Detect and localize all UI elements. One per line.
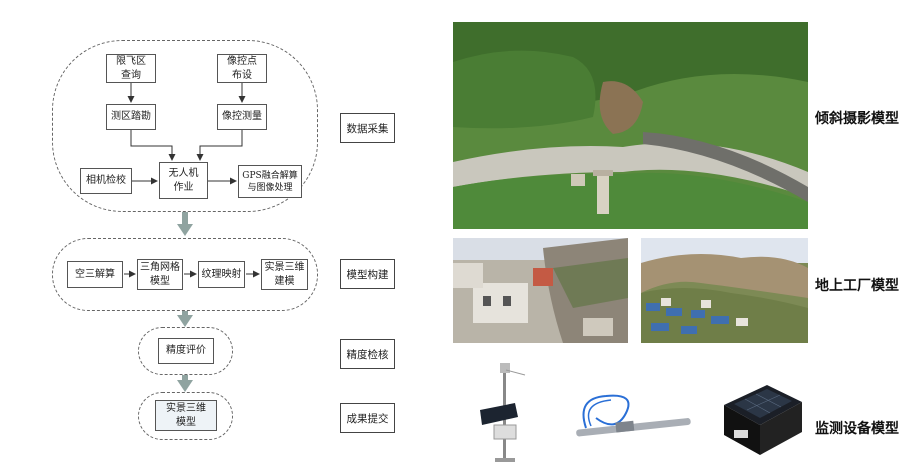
- ground-factory-image-1: [453, 238, 628, 343]
- caption-ground-factory: 地上工厂模型: [815, 278, 899, 294]
- displacement-sensor-image: [566, 388, 696, 448]
- camera-check-box: 相机检校: [80, 168, 132, 194]
- restricted-zone-query-box: 限飞区 查询: [106, 54, 156, 83]
- texture-mapping-box: 纹理映射: [198, 261, 245, 288]
- ground-factory-image-2: [641, 238, 808, 343]
- solar-monitor-device-image: [712, 380, 807, 460]
- control-point-layout-box: 像控点 布设: [217, 54, 267, 83]
- group-deliverable: [138, 392, 233, 440]
- triangle-mesh-box: 三角网格 模型: [137, 259, 183, 290]
- accuracy-evaluation-box: 精度评价: [158, 338, 214, 364]
- weather-station-image: [470, 355, 540, 465]
- oblique-photography-image: [453, 22, 808, 229]
- stage-deliverable: 成果提交: [340, 403, 395, 433]
- stage-accuracy-check: 精度检核: [340, 339, 395, 369]
- stage-data-collection: 数据采集: [340, 113, 395, 143]
- final-3d-model-box: 实景三维 模型: [155, 400, 217, 431]
- survey-area-box: 测区踏勘: [106, 104, 156, 130]
- gps-processing-box: GPS融合解算 与图像处理: [238, 165, 302, 198]
- control-survey-box: 像控测量: [217, 104, 267, 130]
- caption-oblique-photography: 倾斜摄影模型: [815, 111, 899, 127]
- realistic-3d-modeling-box: 实景三维 建模: [261, 259, 308, 290]
- group-accuracy-check: [138, 327, 233, 375]
- group-data-collection: [52, 40, 318, 212]
- group-model-build: [52, 238, 318, 311]
- uav-operation-box: 无人机 作业: [159, 162, 208, 199]
- aerial-triangulation-box: 空三解算: [67, 261, 123, 288]
- caption-monitoring-device: 监测设备模型: [815, 421, 899, 437]
- stage-model-build: 模型构建: [340, 259, 395, 289]
